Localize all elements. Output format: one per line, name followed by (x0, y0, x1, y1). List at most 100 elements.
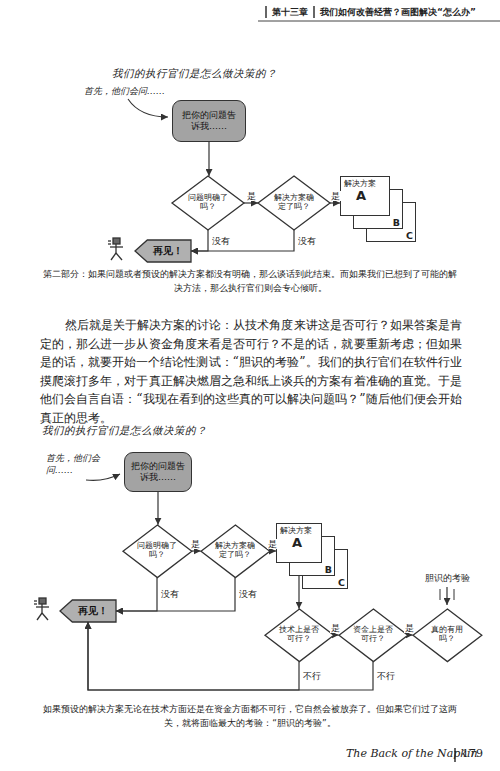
decision-diamond: 真的有用吗？ (413, 609, 482, 662)
decision-diamond: 解决方案确定了吗？ (258, 176, 330, 230)
header-bar (313, 6, 315, 18)
diamond-text: 资金上是否可行？ (352, 626, 394, 644)
process-box: 把你的问题告诉我…… (124, 452, 192, 492)
box-text: 把你的问题告诉我…… (130, 461, 186, 483)
card-letter: C (406, 230, 413, 241)
edge-label: 没有 (160, 589, 180, 599)
diamond-shape-outline (258, 176, 330, 230)
figure-caption-holder: 如果预设的解决方案无论在技术方面还是在资金方面都不可行，它自然会被放弃了。但如果… (40, 702, 460, 730)
card-letter: A (292, 535, 318, 551)
exit-shape-outline (60, 600, 116, 622)
diamond-text: 技术上是否可行？ (278, 626, 320, 644)
connector (88, 622, 373, 690)
test-label-holder: 胆识的考验 (425, 572, 470, 585)
page-number: 179 (462, 747, 483, 760)
connector (191, 550, 200, 551)
exit-tag: 再见！ (60, 600, 116, 622)
edge-label: 不行 (302, 671, 322, 681)
figure-caption-holder: 第二部分：如果问题或者预设的解决方案都没有明确，那么谈话到此结束。而如果我们已想… (40, 267, 460, 295)
edge-label-holder: 不行 (376, 671, 396, 681)
diagram-title-holder: 我们的执行官们是怎么做决策的？ (42, 424, 207, 438)
edge-label-holder: 是 (246, 191, 257, 201)
edge-label: 是 (246, 191, 257, 201)
exit-text: 再见！ (78, 605, 108, 618)
box-text: 把你的问题告诉我…… (178, 110, 240, 132)
edge-label-holder: 是 (330, 623, 341, 633)
test-arrow-side (440, 589, 441, 600)
card-heading: 解决方案 (344, 179, 386, 188)
edge-label: 是 (330, 623, 341, 633)
edge-label-holder: 没有 (211, 236, 231, 246)
diamond-text: 解决方案确定了吗？ (273, 194, 315, 212)
book-title: The Back of the Napkin (346, 747, 478, 760)
card-letter: B (393, 217, 400, 228)
diamond-text: 真的有用吗？ (426, 626, 468, 644)
exit-text: 再见！ (153, 245, 183, 258)
intro-note-holder: 首先，他们会问…… (84, 85, 165, 98)
decision-diamond: 问题明确了吗？ (172, 176, 244, 230)
edge-label: 没有 (238, 589, 258, 599)
edge-label: 没有 (211, 236, 231, 246)
diagram-title-holder: 我们的执行官们是怎么做决策的？ (112, 67, 277, 81)
test-arrow (446, 587, 447, 605)
edge-label-holder: 没有 (238, 589, 258, 599)
edge-label-holder: 不行 (302, 671, 322, 681)
edge-label: 是 (267, 539, 278, 549)
edge-label-holder: 是 (330, 191, 341, 201)
intro-note-holder: 首先，他们会问…… (46, 452, 110, 476)
diamond-shape-outline (123, 525, 192, 578)
connector (191, 230, 208, 251)
diamond-shape-outline (339, 609, 408, 662)
edge-label: 没有 (297, 236, 317, 246)
diamond-shape-outline (265, 609, 334, 662)
chapter-number: 第十三章 (272, 6, 308, 19)
diagram-title: 我们的执行官们是怎么做决策的？ (112, 67, 277, 81)
book-title-holder: The Back of the Napkin (346, 747, 478, 760)
diamond-shape-outline (201, 525, 270, 578)
connector (116, 577, 235, 611)
intro-note: 首先，他们会问…… (84, 85, 165, 98)
page-number-holder: 179 (462, 747, 483, 760)
diamond-shape-outline (413, 609, 482, 662)
edge-label: 是 (330, 191, 341, 201)
edge-label-holder: 没有 (297, 236, 317, 246)
leader-arrow (86, 474, 120, 480)
diamond-text: 问题明确了吗？ (136, 542, 178, 560)
diamond-shape-outline (172, 176, 244, 230)
body-paragraph: 然后就是关于解决方案的讨论：从技术角度来讲这是否可行？如果答案是肯定的，那么进一… (40, 316, 462, 427)
connector (116, 577, 157, 611)
exit-tag: 再见！ (135, 240, 191, 262)
solution-card: 解决方案A (276, 523, 322, 563)
walking-figure (108, 238, 123, 260)
decision-diamond: 资金上是否可行？ (339, 609, 408, 662)
test-label: 胆识的考验 (425, 572, 470, 585)
connector (191, 230, 294, 251)
edge-label: 是 (404, 623, 415, 633)
leader-arrow (128, 99, 168, 117)
walking-figure (34, 598, 49, 620)
process-box: 把你的问题告诉我…… (172, 100, 246, 142)
diamond-text: 问题明确了吗？ (187, 194, 229, 212)
edge-label-holder: 没有 (160, 589, 180, 599)
connector (244, 202, 258, 203)
connector (157, 492, 158, 525)
card-letter: C (338, 577, 345, 588)
card-heading: 解决方案 (280, 526, 318, 535)
decision-diamond: 问题明确了吗？ (123, 525, 192, 578)
connector (208, 142, 209, 176)
edge-label: 是 (190, 539, 201, 549)
edge-label: 不行 (376, 671, 396, 681)
connector (330, 202, 340, 203)
decision-diamond: 解决方案确定了吗？ (201, 525, 270, 578)
decision-diamond: 技术上是否可行？ (265, 609, 334, 662)
header-bar (265, 6, 267, 18)
intro-note: 首先，他们会问…… (46, 452, 110, 476)
solution-card: 解决方案A (340, 176, 390, 216)
header-rule (258, 21, 500, 22)
figure-caption: 第二部分：如果问题或者预设的解决方案都没有明确，那么谈话到此结束。而如果我们已想… (40, 267, 460, 295)
exit-shape-outline (135, 240, 191, 262)
edge-label-holder: 是 (190, 539, 201, 549)
chapter-title-holder: 我们如何改善经营？画图解决“怎么办” (320, 6, 476, 19)
edge-label-holder: 是 (404, 623, 415, 633)
card-letter: B (325, 564, 332, 575)
